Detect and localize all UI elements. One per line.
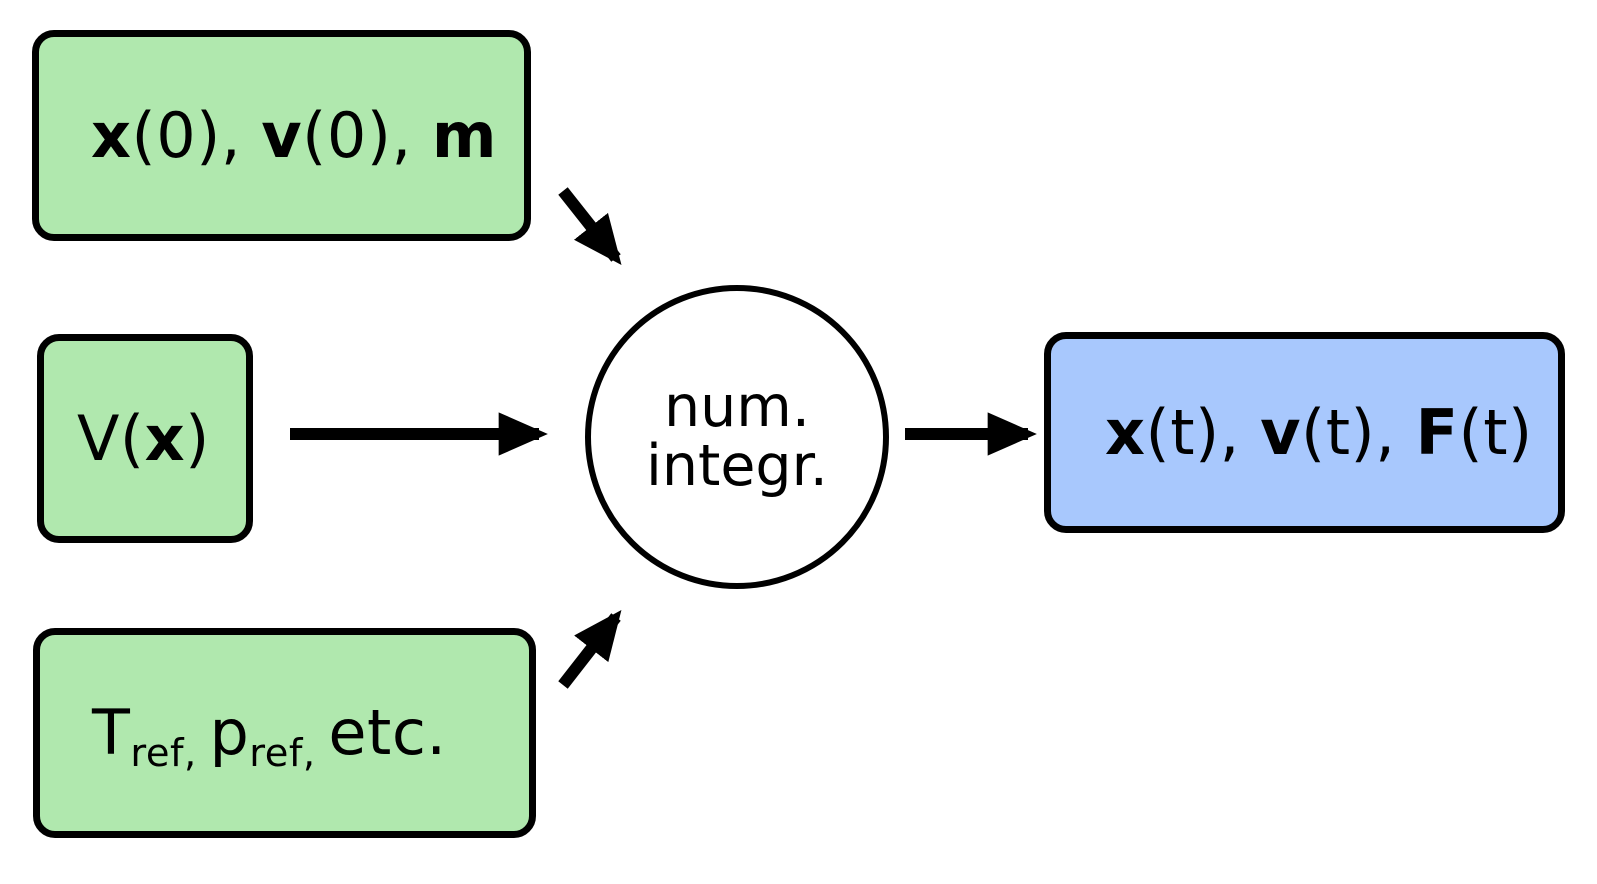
edge-initial-to-integrator	[558, 187, 622, 265]
arg-velocity-initial: (0),	[302, 98, 432, 172]
node-trajectory-output-label: x(t), v(t), F(t)	[1051, 400, 1533, 465]
subscript-temperature-ref: ref	[130, 730, 184, 776]
arg-velocity-time: (t),	[1301, 395, 1416, 469]
symbol-temperature: T	[92, 696, 131, 770]
symbol-position-vector: x	[91, 98, 132, 172]
symbol-potential-function: V(	[77, 401, 145, 475]
label-etcetera: etc.	[328, 696, 447, 770]
node-initial-conditions-label: x(0), v(0), m	[39, 103, 497, 168]
node-potential[interactable]: V(x)	[37, 334, 253, 543]
node-thermodynamic-parameters[interactable]: Tref, pref, etc.	[33, 628, 536, 838]
separator-two: ,	[302, 730, 329, 776]
symbol-position-vector-arg: x	[144, 401, 186, 475]
arg-force-time: (t)	[1458, 395, 1533, 469]
node-numerical-integrator[interactable]: num. integr.	[585, 285, 889, 589]
paren-close: )	[185, 401, 210, 475]
symbol-pressure: p	[209, 696, 250, 770]
node-trajectory-output[interactable]: x(t), v(t), F(t)	[1044, 332, 1565, 533]
symbol-velocity-vector-t: v	[1260, 395, 1302, 469]
symbol-position-vector-t: x	[1105, 395, 1146, 469]
node-numerical-integrator-line1: num.	[664, 374, 810, 441]
node-thermodynamic-parameters-label: Tref, pref, etc.	[40, 700, 447, 773]
node-numerical-integrator-line2: integr.	[646, 433, 828, 499]
node-potential-label: V(x)	[44, 406, 210, 471]
arg-position-time: (t),	[1145, 395, 1261, 469]
arg-position-initial: (0),	[131, 98, 262, 172]
separator-one: ,	[184, 730, 210, 776]
node-initial-conditions[interactable]: x(0), v(0), m	[32, 30, 531, 241]
edge-thermo-to-integrator	[558, 610, 622, 689]
symbol-mass: m	[431, 98, 498, 172]
symbol-force-vector: F	[1415, 395, 1459, 469]
symbol-velocity-vector: v	[261, 98, 303, 172]
subscript-pressure-ref: ref	[249, 730, 303, 776]
